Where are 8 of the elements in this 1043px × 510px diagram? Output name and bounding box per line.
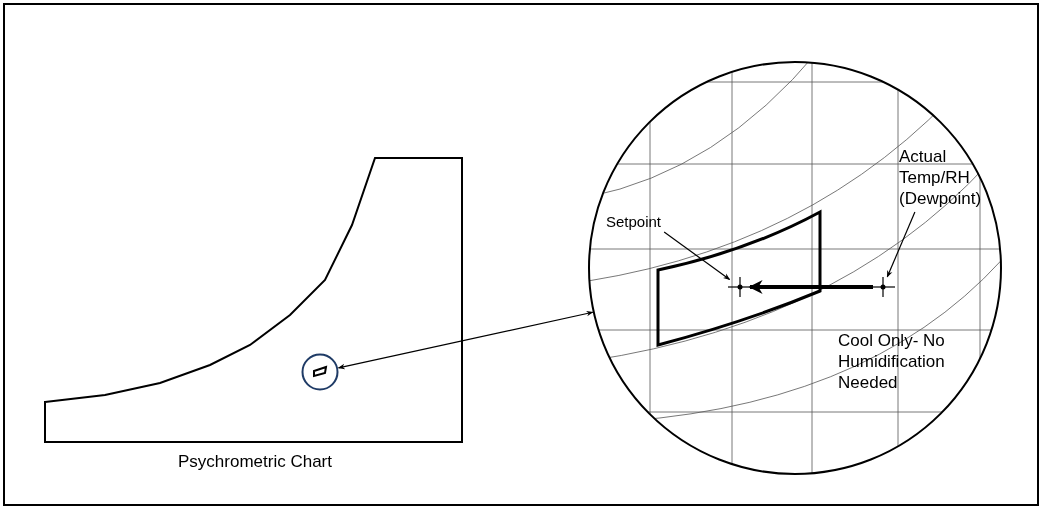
chart-caption: Psychrometric Chart xyxy=(177,452,333,472)
arrow xyxy=(748,280,873,294)
arrow xyxy=(337,310,594,370)
annotation-text: Actual Temp/RH (Dewpoint) xyxy=(899,146,983,209)
annotation-text: Cool Only- No Humidification Needed xyxy=(838,330,946,393)
leader-line xyxy=(886,211,916,278)
leader-line xyxy=(663,231,731,281)
annotation-text: Setpoint xyxy=(606,212,663,232)
